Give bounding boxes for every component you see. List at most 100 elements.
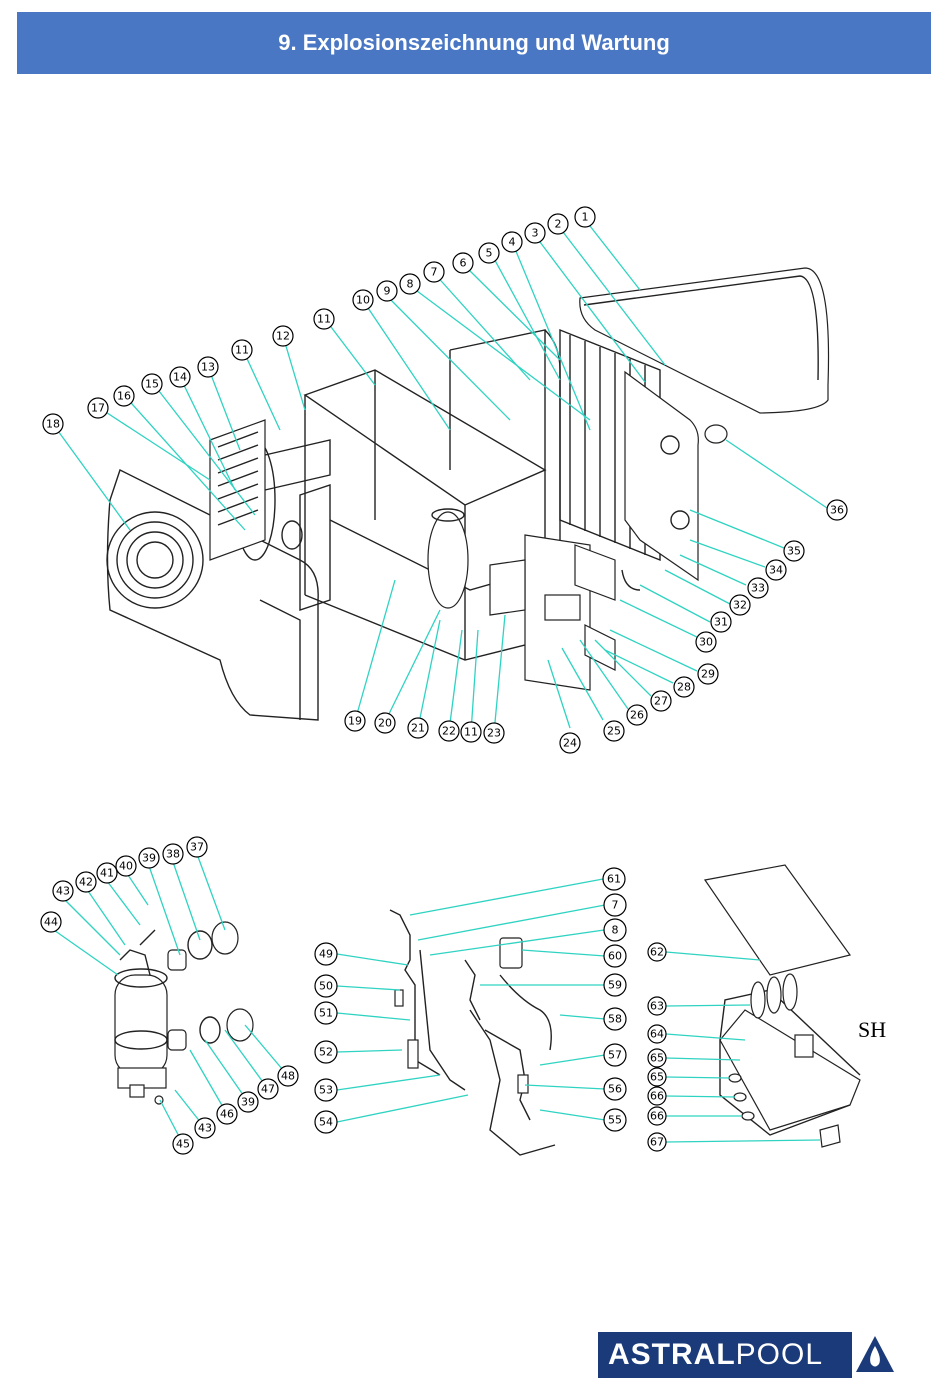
callout-57: 57 [604,1044,626,1066]
callout-60: 60 [604,945,626,967]
callout-36: 36 [827,500,847,520]
svg-text:27: 27 [654,695,668,708]
svg-text:62: 62 [650,946,664,959]
svg-text:3: 3 [532,227,539,240]
callout-58: 58 [604,1008,626,1030]
callout-7: 7 [424,262,444,282]
callout-37: 37 [187,837,207,857]
svg-text:39: 39 [142,852,156,865]
callout-35: 35 [784,541,804,561]
svg-text:54: 54 [319,1116,333,1129]
svg-text:63: 63 [650,1000,664,1013]
svg-text:26: 26 [630,709,644,722]
svg-text:45: 45 [176,1138,190,1151]
svg-text:57: 57 [608,1049,622,1062]
logo-astral: ASTRAL [608,1338,736,1371]
callout-66a: 66 [648,1087,666,1105]
svg-text:51: 51 [319,1007,333,1020]
svg-text:44: 44 [44,916,58,929]
svg-text:20: 20 [378,717,392,730]
callout-4: 4 [502,232,522,252]
callout-24: 24 [560,733,580,753]
svg-text:42: 42 [79,876,93,889]
callout-39a: 39 [139,848,159,868]
svg-text:7: 7 [431,266,438,279]
callout-11a: 11 [314,309,334,329]
svg-text:13: 13 [201,361,215,374]
svg-text:48: 48 [281,1070,295,1083]
callout-25: 25 [604,721,624,741]
svg-text:66: 66 [650,1110,664,1123]
svg-text:33: 33 [751,582,765,595]
callout-13: 13 [198,357,218,377]
callout-54: 54 [315,1111,337,1133]
svg-text:15: 15 [145,378,159,391]
callout-17: 17 [88,398,108,418]
svg-text:39: 39 [241,1096,255,1109]
svg-text:52: 52 [319,1046,333,1059]
svg-text:36: 36 [830,504,844,517]
svg-text:59: 59 [608,979,622,992]
callout-55: 55 [604,1109,626,1131]
svg-text:67: 67 [650,1136,664,1149]
callout-3: 3 [525,223,545,243]
callout-22: 22 [439,721,459,741]
svg-text:11: 11 [464,726,478,739]
callout-21: 21 [408,718,428,738]
callout-52: 52 [315,1041,337,1063]
electrical-box-label: SH [858,1017,886,1043]
svg-text:30: 30 [699,636,713,649]
svg-text:21: 21 [411,722,425,735]
callout-28: 28 [674,677,694,697]
callout-32: 32 [730,595,750,615]
callout-65a: 65 [648,1049,666,1067]
svg-text:11: 11 [235,344,249,357]
callout-65b: 65 [648,1068,666,1086]
svg-text:60: 60 [608,950,622,963]
svg-text:12: 12 [276,330,290,343]
callout-9: 9 [377,281,397,301]
callout-56: 56 [604,1078,626,1100]
svg-text:65: 65 [650,1052,664,1065]
callout-7b: 7 [604,894,626,916]
svg-text:1: 1 [582,211,589,224]
callout-16: 16 [114,386,134,406]
callout-64: 64 [648,1025,666,1043]
svg-text:40: 40 [119,860,133,873]
svg-text:47: 47 [261,1083,275,1096]
callout-44: 44 [41,912,61,932]
electrical-box-callouts: 62 63 64 65 65 66 66 67 [648,943,666,1151]
svg-text:65: 65 [650,1071,664,1084]
svg-text:6: 6 [460,257,467,270]
svg-text:34: 34 [769,564,783,577]
svg-text:35: 35 [787,545,801,558]
svg-text:25: 25 [607,725,621,738]
callout-15: 15 [142,374,162,394]
callout-49: 49 [315,943,337,965]
callout-66b: 66 [648,1107,666,1125]
callout-10: 10 [353,290,373,310]
callout-27: 27 [651,691,671,711]
callout-30: 30 [696,632,716,652]
svg-text:8: 8 [612,924,619,937]
callout-40: 40 [116,856,136,876]
callout-63: 63 [648,997,666,1015]
callout-43b: 43 [195,1118,215,1138]
svg-text:4: 4 [509,236,516,249]
svg-text:66: 66 [650,1090,664,1103]
callout-33: 33 [748,578,768,598]
svg-text:7: 7 [612,899,619,912]
callout-19: 19 [345,711,365,731]
logo-text: ASTRALPOOL [598,1338,823,1372]
callout-61: 61 [603,868,625,890]
callout-8b: 8 [604,919,626,941]
svg-text:38: 38 [166,848,180,861]
svg-text:43: 43 [56,885,70,898]
main-unit-drawing [107,268,829,720]
svg-text:28: 28 [677,681,691,694]
svg-text:43: 43 [198,1122,212,1135]
svg-text:64: 64 [650,1028,664,1041]
svg-text:16: 16 [117,390,131,403]
callout-38: 38 [163,844,183,864]
